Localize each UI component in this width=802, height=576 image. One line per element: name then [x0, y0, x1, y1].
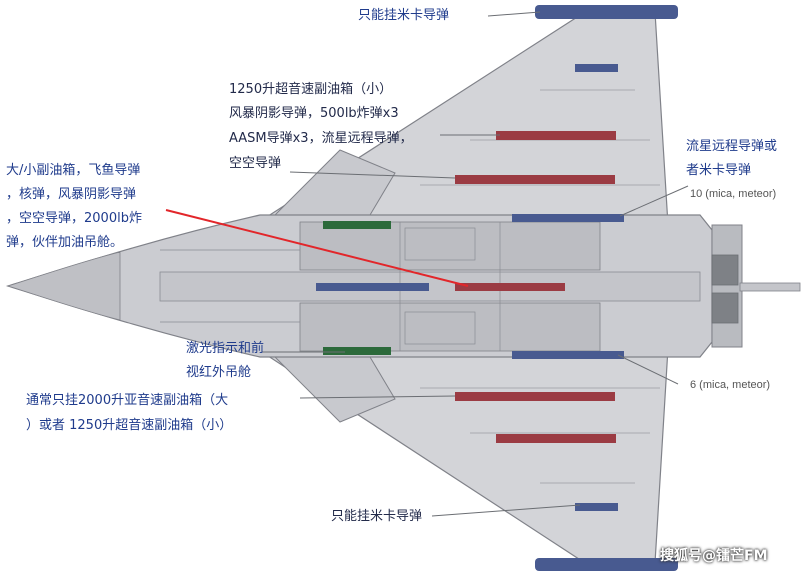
wingtip-pylon-bottom	[535, 558, 678, 571]
label-centerline-line-1: 大/小副油箱，飞鱼导弹	[6, 163, 141, 178]
inner-wing-pylon-top	[455, 175, 615, 184]
wingtip-pylon-top	[535, 5, 678, 19]
label-inner-store-line-2: 风暴阴影导弹，500lb炸弹x3	[229, 106, 399, 121]
mid-wing-pylon-top	[496, 131, 616, 140]
centerline-pylon	[455, 283, 565, 291]
label-centerline-line-4: 弹，伙伴加油吊舱。	[6, 235, 124, 250]
upper-engine-bay	[299, 221, 601, 271]
lower-nozzle	[711, 292, 739, 324]
outer-wing-pylon-bottom	[575, 503, 618, 511]
fuselage-pylon-left	[316, 283, 429, 291]
station-6-pylon	[512, 351, 624, 359]
label-station-10: 10 (mica, meteor)	[690, 188, 777, 200]
outer-wing-pylon-top	[575, 64, 618, 72]
label-inner-store-line-3: AASM导弹x3，流星远程导弹，	[229, 131, 413, 146]
label-tank-line-1: 通常只挂2000升亚音速副油箱（大	[26, 393, 229, 408]
mid-wing-pylon-bottom	[496, 434, 616, 443]
leader-tank	[299, 395, 456, 399]
label-mica-only-bottom: 只能挂米卡导弹	[331, 509, 423, 524]
label-laser-pod-line-1: 激光指示和前	[186, 341, 265, 356]
label-mica-only-top: 只能挂米卡导弹	[358, 8, 450, 23]
label-meteor-or-mica-line-2: 者米卡导弹	[686, 163, 752, 178]
intake-pylon-bottom	[323, 347, 391, 355]
tail-cone	[739, 282, 801, 292]
label-station-6: 6 (mica, meteor)	[690, 379, 771, 391]
label-centerline-line-2: ，核弹，风暴阴影导弹	[6, 187, 137, 202]
station-10-pylon	[512, 214, 624, 222]
label-centerline-line-3: ，空空导弹，2000lb炸	[6, 211, 142, 226]
leader-mica-bottom	[431, 504, 581, 517]
lower-engine-bay	[299, 302, 601, 352]
centerline-red-line	[165, 209, 469, 287]
leader-inner-store-2	[289, 171, 456, 179]
label-meteor-or-mica-line-1: 流星远程导弹或	[686, 139, 778, 154]
label-inner-store-line-4: 空空导弹	[229, 156, 282, 171]
label-tank-line-2: ）或者 1250升超音速副油箱（小）	[26, 418, 233, 433]
intake-pylon-top	[323, 221, 391, 229]
label-laser-pod-line-2: 视红外吊舱	[186, 365, 252, 380]
inner-wing-pylon-bottom	[455, 392, 615, 401]
leader-station6	[617, 354, 679, 385]
leader-mica-top	[487, 11, 541, 17]
nose-radome	[6, 251, 121, 321]
label-inner-store-line-1: 1250升超音速副油箱（小）	[229, 82, 393, 97]
tail-fin	[711, 224, 743, 348]
watermark: 搜狐号@镭芒FM	[660, 548, 768, 564]
upper-nozzle	[711, 254, 739, 286]
leader-station10	[619, 185, 689, 217]
